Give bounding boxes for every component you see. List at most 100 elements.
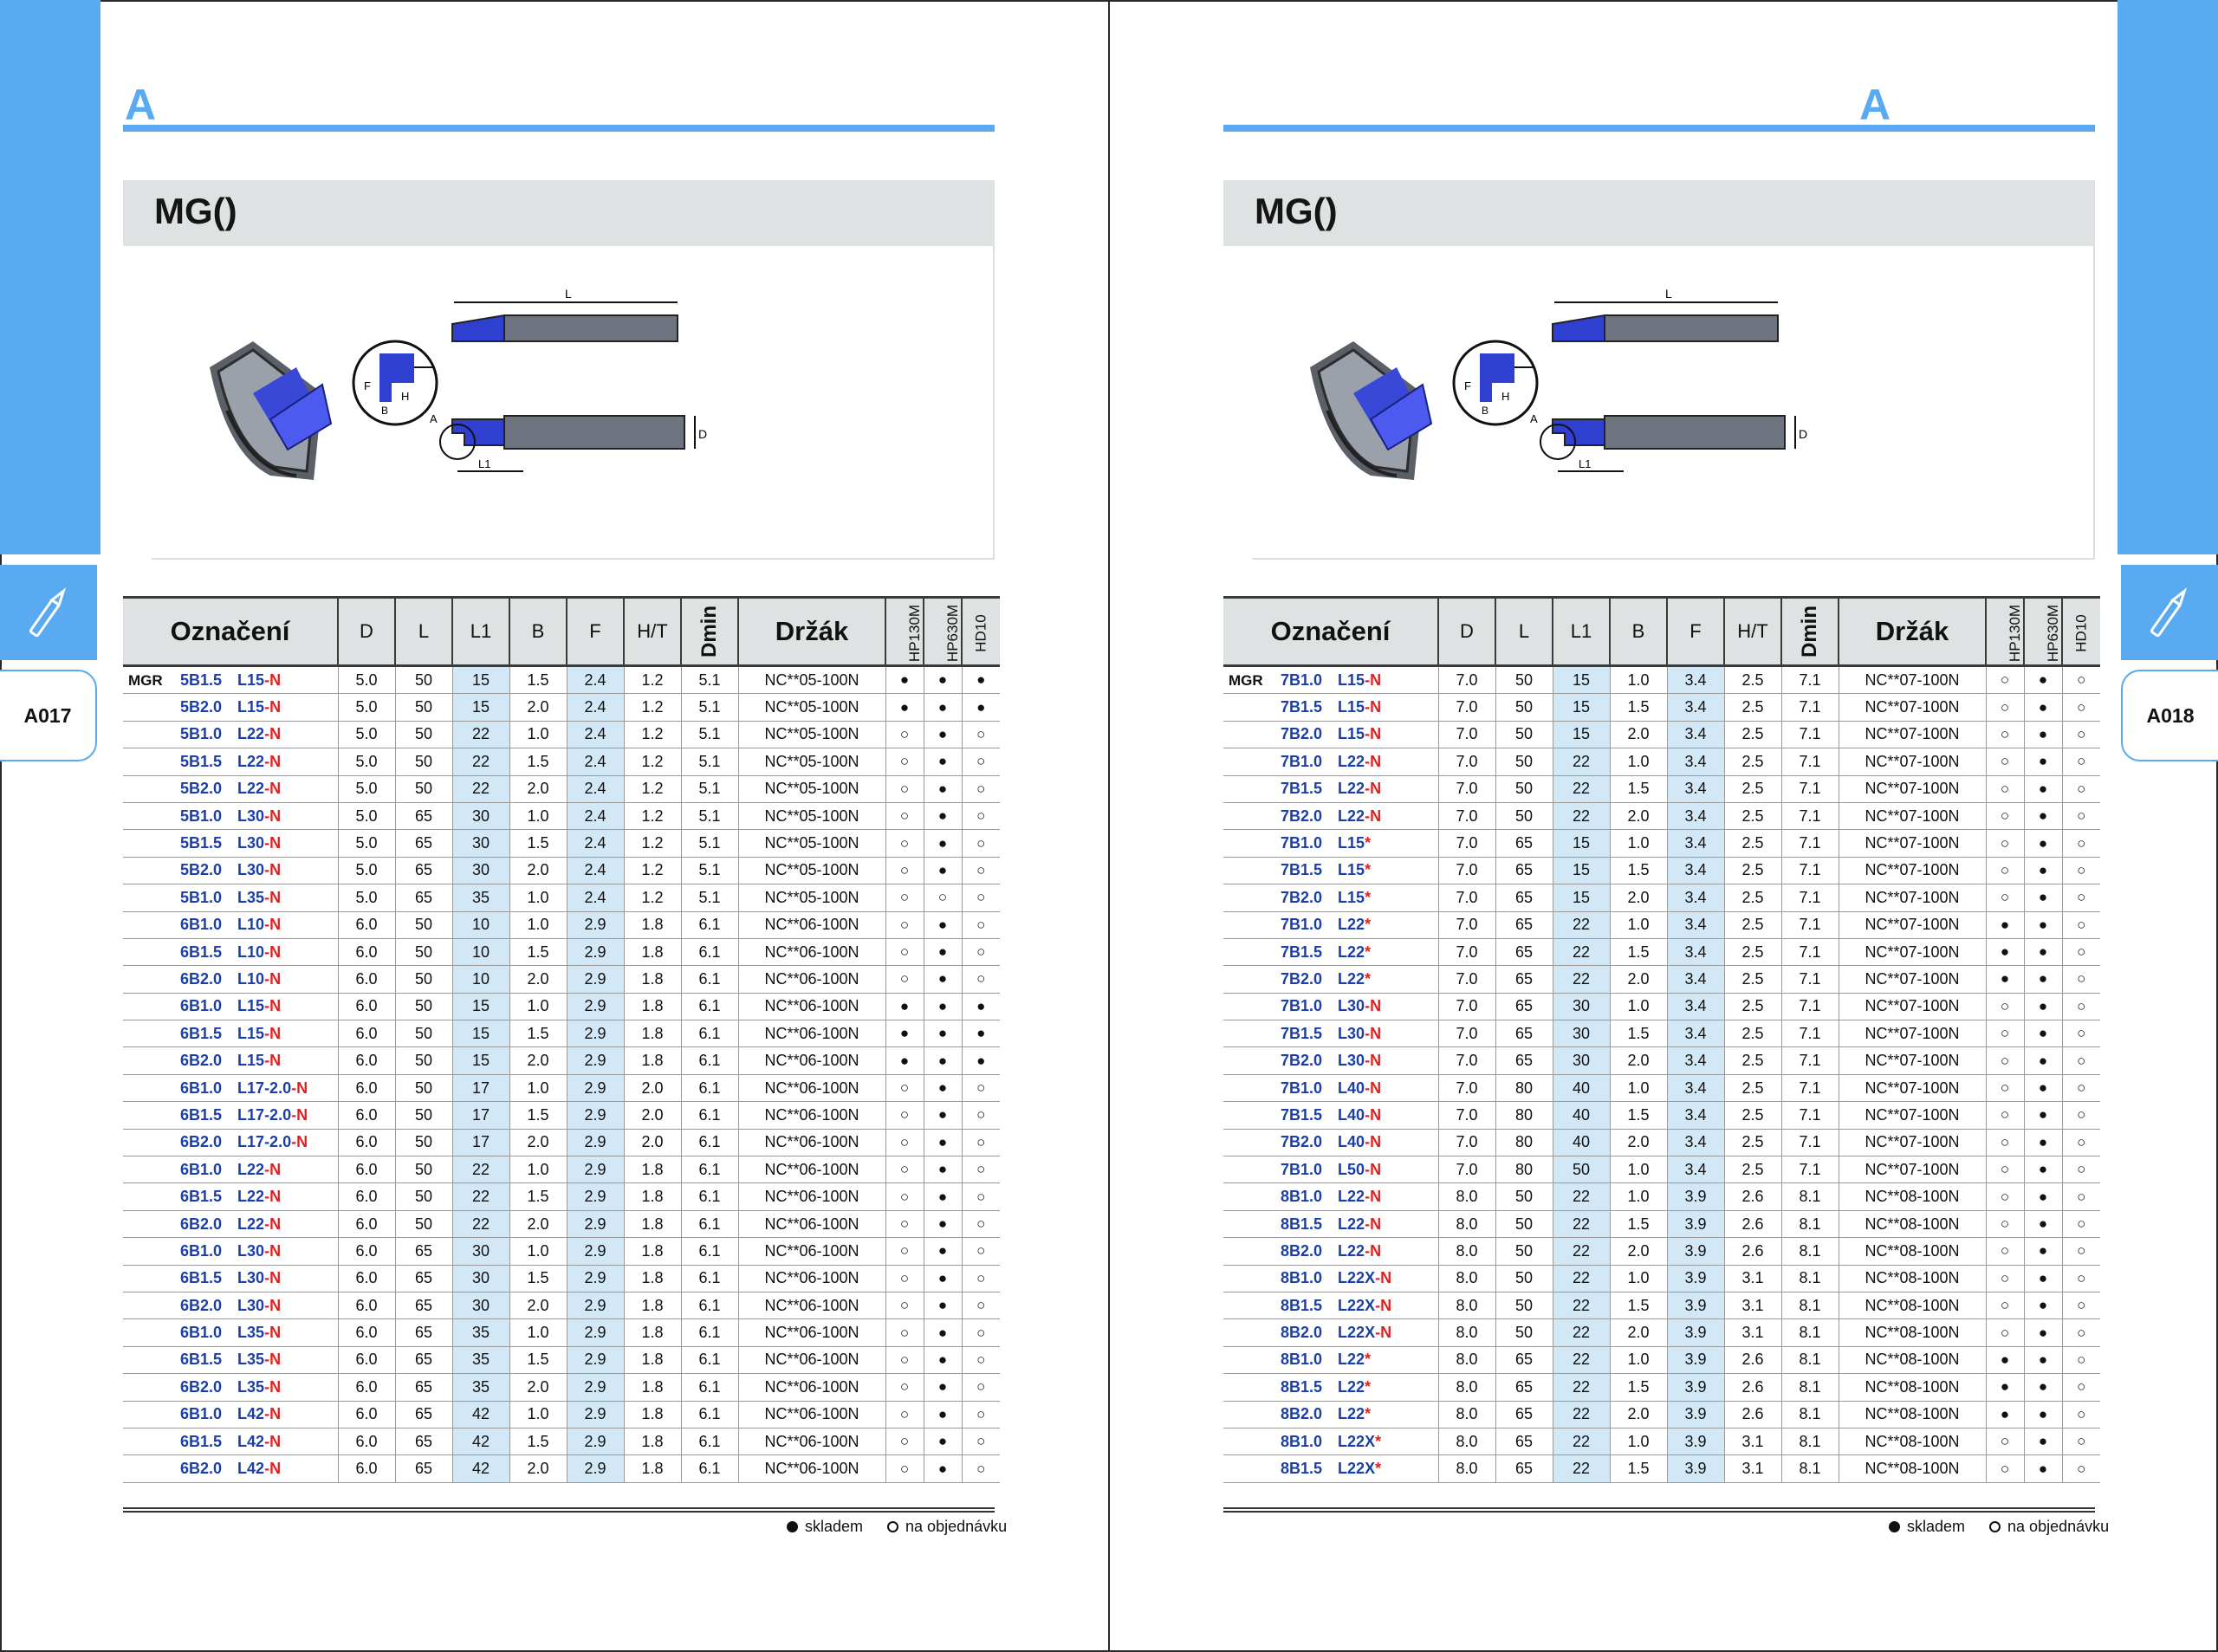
table-cell: 2.5 [1723,1156,1781,1184]
table-cell: 1.0 [1609,1265,1667,1292]
table-cell: 3.4 [1666,965,1724,994]
table-cell: 65 [394,1373,452,1402]
left-figure-panel: F H B L D A L1 [123,246,995,560]
table-cell: 1.8 [623,1020,681,1048]
availability-mark: ● [1985,1346,2024,1375]
table-cell: 40 [1552,1074,1610,1103]
table-cell: 7.1 [1780,965,1839,994]
tool-top-view: D A L1 [430,412,707,471]
workpiece-illustration [1310,341,1431,480]
table-cell: 3.4 [1666,1156,1724,1184]
table-cell: 7.1 [1780,1074,1839,1103]
table-cell: 5.0 [337,884,395,912]
table-cell: 2.0 [623,1074,681,1103]
availability-mark: ● [2023,1020,2062,1048]
column-header: B [509,596,567,667]
table-cell: 1.2 [623,721,681,749]
table-cell: 1.8 [623,1373,681,1402]
table-cell: 7.1 [1780,911,1839,939]
table-cell: 3.1 [1723,1292,1781,1320]
availability-mark: ○ [2061,1237,2100,1266]
table-cell: 1.2 [623,775,681,803]
column-header: Dmin [1780,596,1839,667]
table-cell: 7.1 [1780,1129,1839,1157]
availability-mark: ● [2023,938,2062,967]
availability-mark: ● [923,1046,962,1075]
table-cell: 8.0 [1437,1265,1495,1292]
table-cell: 2.9 [566,938,624,967]
table-cell: 3.9 [1666,1292,1724,1320]
table-cell: 7.1 [1780,829,1839,858]
table-cell: 65 [394,1428,452,1456]
table-cell: 2.0 [509,965,567,994]
tool-side-view: L [452,287,678,341]
right-tool-tab [2121,565,2218,660]
table-cell: 2.0 [1609,1318,1667,1347]
left-title-band: MG() [123,180,995,246]
availability-mark: ○ [885,748,924,776]
availability-mark: ● [2023,1346,2062,1375]
table-cell: 7.0 [1437,884,1495,912]
availability-mark: ○ [885,1101,924,1130]
availability-mark: ○ [961,1428,1000,1456]
availability-mark: ● [1985,1373,2024,1402]
availability-mark: ● [961,993,1000,1021]
column-header: Označení [1223,596,1438,667]
column-header: L1 [451,596,509,667]
table-cell: 40 [1552,1129,1610,1157]
availability-mark: ● [885,993,924,1021]
availability-mark: ● [1985,938,2024,967]
table-cell: 1.0 [1609,1428,1667,1456]
table-cell: 8.0 [1437,1237,1495,1266]
table-cell: 6.0 [337,1237,395,1266]
table-cell: 2.9 [566,1318,624,1347]
table-cell: 50 [1495,1318,1553,1347]
table-cell: 6.0 [337,1074,395,1103]
column-header: HD10 [2061,596,2100,667]
table-cell: 22 [451,1182,509,1211]
table-cell: 65 [394,1265,452,1292]
availability-mark: ○ [1985,1318,2024,1347]
table-cell: NC**07-100N [1838,1156,1986,1184]
table-cell: 5.1 [680,829,738,858]
table-cell: 65 [1495,938,1553,967]
right-tool-illustrations: F H B L D A L1 [1223,246,2095,560]
table-cell: 65 [1495,1046,1553,1075]
table-cell: 2.0 [623,1129,681,1157]
table-cell: 22 [1552,1454,1610,1483]
table-cell: 65 [394,1318,452,1347]
table-cell: NC**07-100N [1838,857,1986,885]
table-cell: NC**07-100N [1838,1020,1986,1048]
table-cell: 3.4 [1666,993,1724,1021]
table-cell: 1.0 [509,884,567,912]
